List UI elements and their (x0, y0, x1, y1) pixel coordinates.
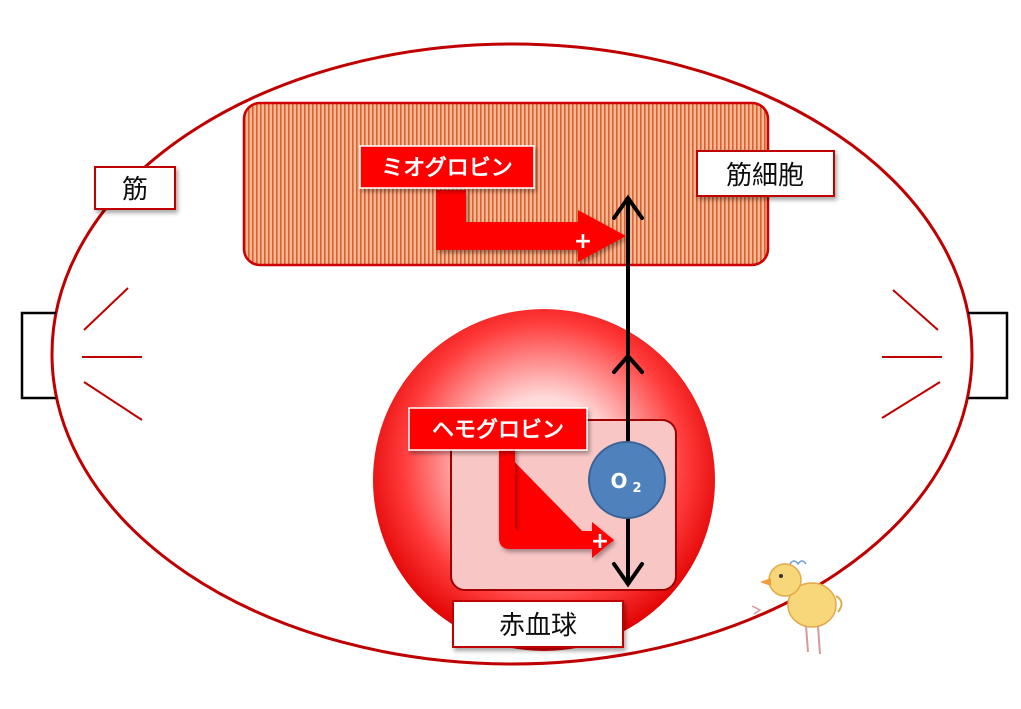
red-blood-cell-text: 赤血球 (499, 611, 577, 641)
myoglobin-arrow: + (436, 190, 626, 262)
motion-lines-left (82, 287, 143, 421)
motion-lines-right (881, 289, 942, 419)
hemoglobin-plus-sign: + (591, 529, 609, 554)
muscle-cell-text: 筋細胞 (726, 161, 804, 191)
muscle-text: 筋 (122, 175, 148, 205)
myoglobin-text: ミオグロビン (381, 155, 513, 181)
myoglobin-label: ミオグロビン (359, 145, 535, 189)
tendon-right (968, 311, 1009, 400)
chick-illustration (751, 560, 843, 655)
oxygen-molecule: O 2 (588, 441, 666, 519)
muscle-cell-label: 筋細胞 (696, 150, 835, 197)
tendon-left (20, 311, 56, 400)
muscle-label: 筋 (94, 166, 176, 210)
oxygen-transfer-arrow (612, 194, 644, 588)
hemoglobin-label: ヘモグロビン (408, 407, 588, 451)
myoglobin-plus-sign: + (574, 229, 592, 254)
hemoglobin-arrow: + (499, 446, 614, 558)
red-blood-cell-label: 赤血球 (452, 600, 624, 648)
hemoglobin-text: ヘモグロビン (432, 417, 564, 443)
oxygen-subscript: 2 (632, 481, 641, 496)
oxygen-symbol: O (610, 469, 627, 493)
